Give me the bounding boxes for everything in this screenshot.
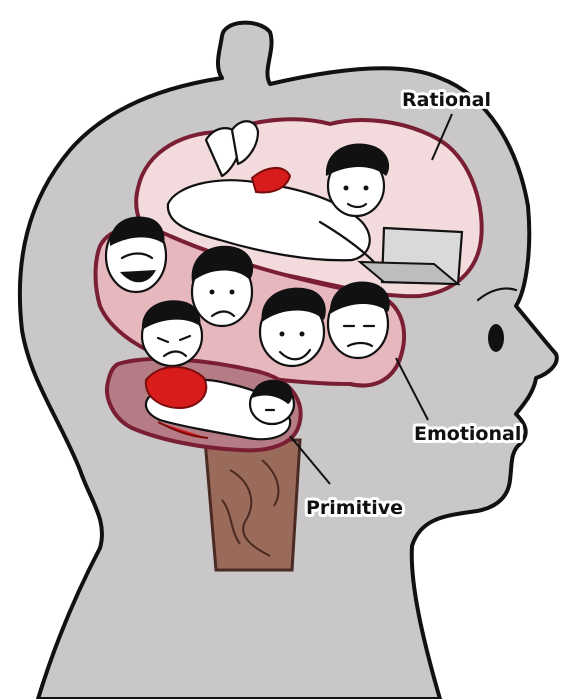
brainstem [205, 440, 300, 570]
label-primitive: Primitive [306, 497, 403, 519]
eye [488, 324, 504, 352]
label-emotional: Emotional [414, 423, 521, 445]
label-rational: Rational [402, 89, 491, 111]
